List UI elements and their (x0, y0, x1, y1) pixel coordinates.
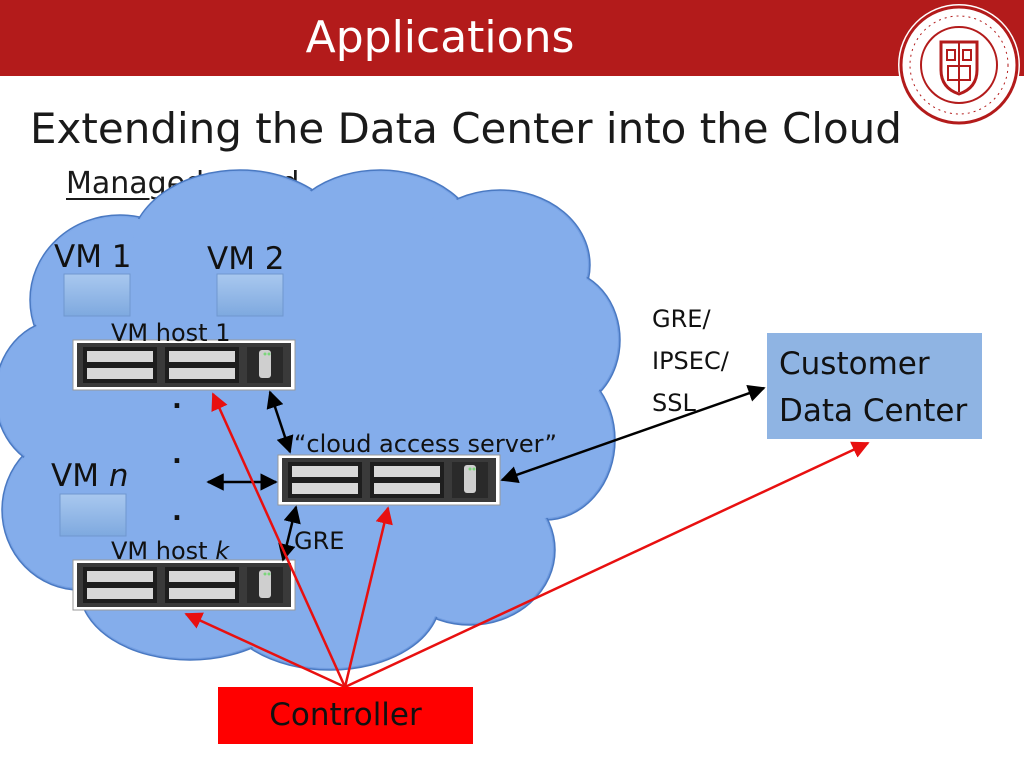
host1-to-access-arrow (266, 390, 294, 454)
vm-host-k-label: VM host k (111, 537, 230, 565)
vm-2-box (216, 273, 284, 317)
ellipsis-dot: . (172, 440, 182, 470)
vm-host-1-server (72, 339, 296, 391)
cloud-access-server-label: “cloud access server” (294, 430, 557, 458)
customer-data-center-label: Customer Data Center (779, 346, 968, 429)
cloud-access-server (277, 454, 501, 506)
control-arrow-customer (344, 441, 870, 689)
vm-host-1-label: VM host 1 (111, 319, 231, 347)
customer-data-center-box: Customer Data Center (767, 333, 982, 439)
vm-n-label: VM n (51, 458, 129, 494)
cornell-seal-logo (898, 4, 1020, 126)
vm-n-box (59, 493, 127, 537)
slide-title: Extending the Data Center into the Cloud (30, 104, 902, 153)
control-arrow-access (343, 506, 393, 688)
header-bar (0, 0, 1024, 76)
ellipsis-dot: . (172, 497, 182, 527)
vm-2-label: VM 2 (207, 241, 285, 277)
tunnel-protocols-label: GRE/ IPSEC/ SSL (652, 305, 729, 417)
tunnel-arrow (500, 384, 766, 484)
control-arrow-host1 (211, 392, 347, 688)
controller-box: Controller (218, 687, 473, 744)
control-arrow-hostk (184, 612, 346, 689)
gre-label: GRE (294, 527, 345, 555)
ellipsis-dot: . (172, 385, 182, 415)
vm-1-label: VM 1 (54, 239, 132, 275)
vm-1-box (63, 273, 131, 317)
slide-header: Applications (305, 12, 575, 63)
vm-host-k-server (72, 559, 296, 611)
controller-label: Controller (269, 697, 422, 733)
